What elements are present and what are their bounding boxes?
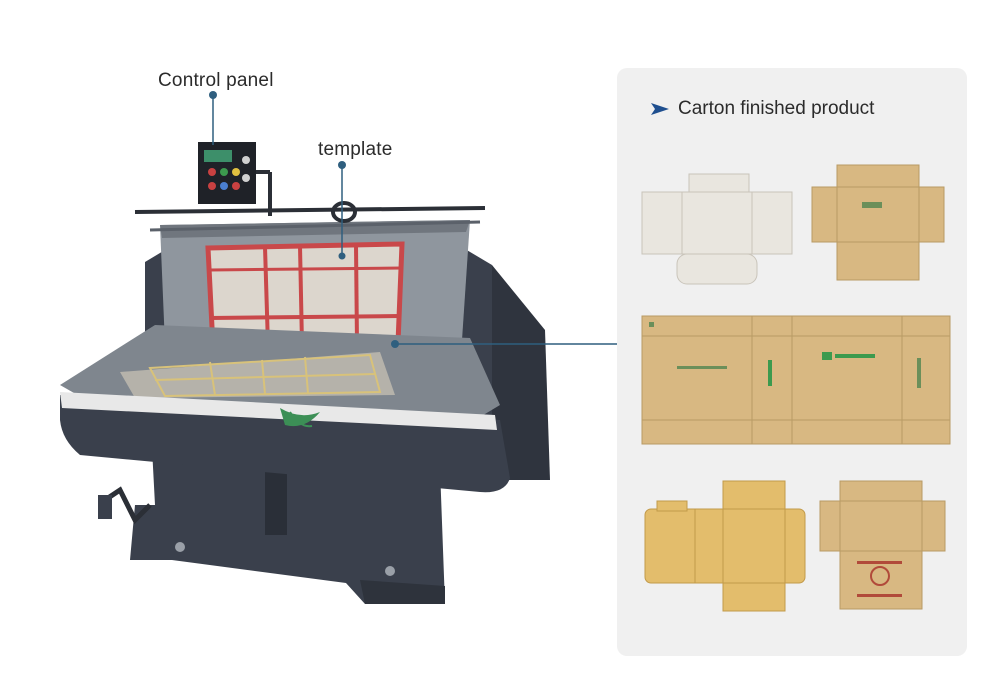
panel-title: Carton finished product — [651, 98, 874, 120]
template-leader-line — [338, 161, 346, 260]
carton-kraft-printed — [819, 480, 946, 610]
arrow-right-icon — [651, 103, 669, 115]
front-housing — [60, 392, 510, 493]
lower-bed-table — [60, 325, 500, 420]
carton-kraft-unfolded-large — [641, 315, 951, 445]
carton-white-unfolded — [641, 173, 793, 285]
template-label: template — [318, 139, 393, 160]
control-panel-leader-line — [209, 91, 217, 145]
carton-products-panel: Carton finished product — [617, 68, 967, 656]
control-panel-box — [198, 142, 272, 216]
top-rail — [134, 201, 486, 232]
control-panel-label: Control panel — [158, 70, 274, 91]
die-cutting-machine-illustration — [60, 142, 550, 604]
foot-pedal-lever — [98, 486, 152, 525]
carton-yellow-unfolded — [644, 480, 806, 612]
panel-title-text: Carton finished product — [678, 98, 875, 119]
carton-kraft-unfolded-small — [811, 164, 945, 281]
